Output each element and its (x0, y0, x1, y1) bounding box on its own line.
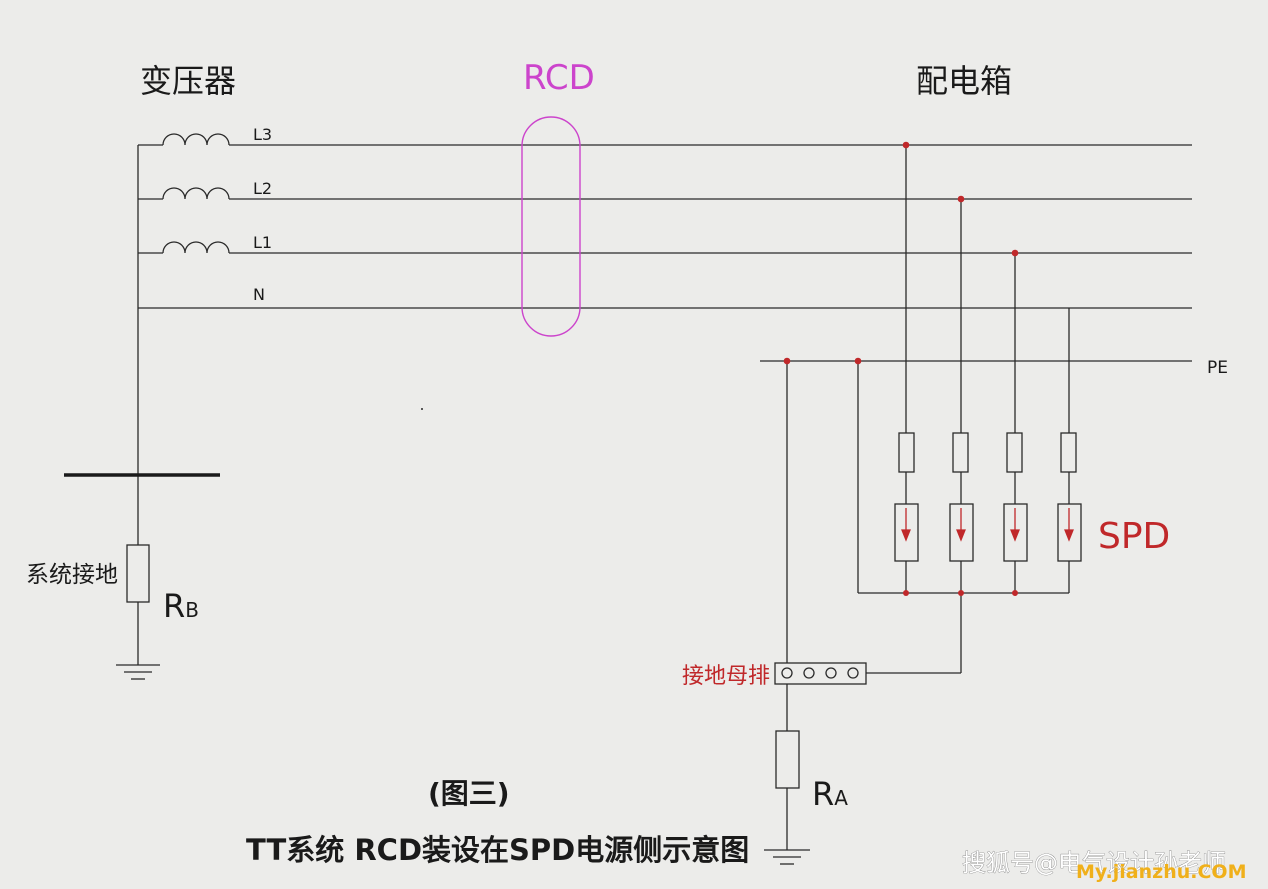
l1-coil-icon (162, 241, 230, 254)
system-ground-label: 系统接地 (26, 562, 118, 588)
spd-branches (857, 145, 1082, 674)
arrow-l1-icon (1010, 529, 1020, 542)
caption-title: TT系统 RCD装设在SPD电源侧示意图 (246, 833, 749, 867)
fuse-n-icon (1060, 432, 1077, 473)
distribution-box-label: 配电箱 (916, 62, 1012, 100)
l2-coil-icon (162, 187, 230, 200)
watermark-main: 搜狐号@电气设计孙老师 (962, 849, 1226, 877)
conductors (138, 144, 1192, 362)
transformer-section (137, 133, 230, 665)
ra-resistor-icon (775, 730, 800, 789)
ground-busbar-group (764, 361, 867, 865)
n-label: N (253, 285, 265, 304)
pe-label: PE (1207, 358, 1228, 378)
rb-resistor-icon (126, 544, 150, 603)
rcd-loop-icon (521, 116, 581, 337)
l1-label: L1 (253, 233, 272, 252)
figure-number: (图三) (428, 777, 510, 810)
arrow-n-icon (1064, 529, 1074, 542)
rb-label: RB (163, 587, 199, 625)
arrow-l2-icon (956, 529, 966, 542)
l2-label: L2 (253, 179, 272, 198)
junction-dots (783, 141, 1019, 596)
rb-resistor-group (116, 544, 160, 680)
transformer-label: 变压器 (140, 62, 236, 100)
fuse-l2-icon (952, 432, 969, 473)
watermark-overlay: My.jianzhu.COM (1076, 861, 1246, 883)
arrow-l3-icon (901, 529, 911, 542)
stray-dot (421, 408, 423, 410)
ra-label: RA (812, 775, 848, 813)
l3-coil-icon (162, 133, 230, 146)
fuse-l3-icon (898, 432, 915, 473)
ground-busbar-icon (774, 662, 867, 685)
spd-label: SPD (1098, 516, 1170, 557)
spd-arrows (901, 508, 1074, 542)
fuse-l1-icon (1006, 432, 1023, 473)
l3-label: L3 (253, 125, 272, 144)
rcd-label: RCD (523, 58, 595, 98)
ground-bus-label: 接地母排 (682, 664, 770, 689)
